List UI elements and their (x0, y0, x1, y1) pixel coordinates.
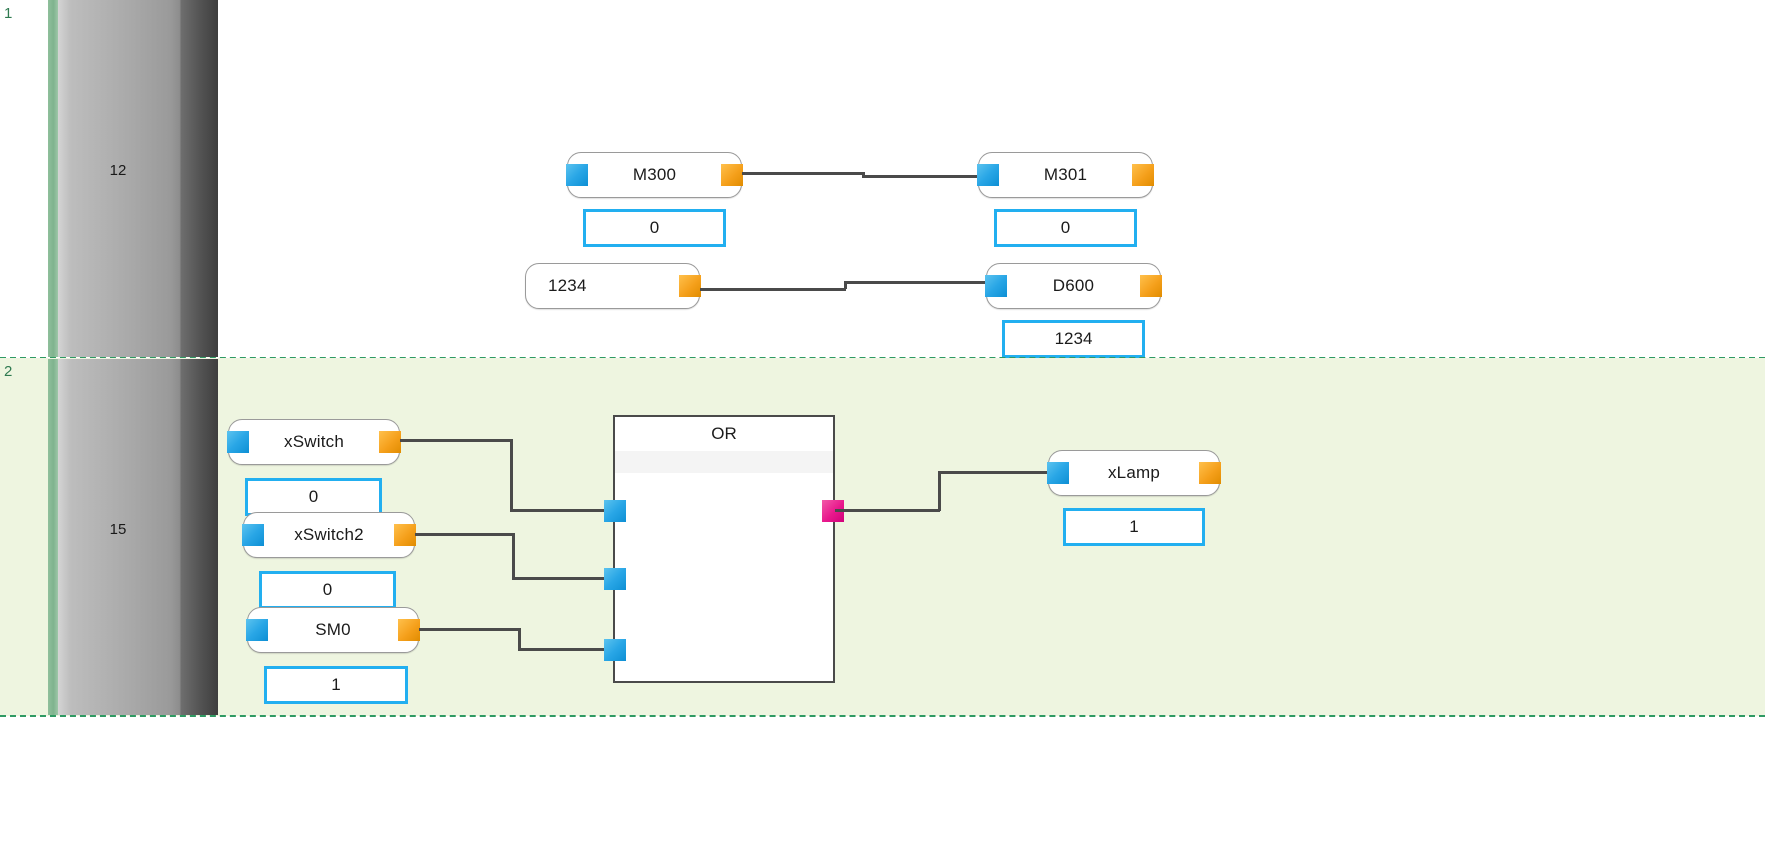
function-block-output-pin-icon[interactable] (822, 500, 844, 522)
wire-or-to-xlamp-a (835, 509, 940, 512)
network-separator-2 (0, 715, 1765, 717)
variable-label-m300: M300 (632, 165, 677, 184)
output-pin-icon[interactable] (394, 524, 416, 546)
wire-m300-to-m301-step (862, 172, 865, 176)
network-1-rung-bar: 12 (58, 0, 218, 357)
output-pin-icon[interactable] (379, 431, 401, 453)
input-pin-icon[interactable] (246, 619, 268, 641)
network-1-rung-number: 12 (109, 162, 127, 179)
output-pin-icon[interactable] (398, 619, 420, 641)
variable-label-xswitch: xSwitch (284, 432, 344, 451)
literal-label-1234: 1234 (548, 276, 587, 295)
input-pin-icon[interactable] (1047, 462, 1069, 484)
wire-or-to-xlamp-b (938, 471, 1050, 474)
monitor-value-m301[interactable]: 0 (994, 209, 1137, 247)
function-block-title: OR (711, 424, 737, 443)
network-number-2: 2 (4, 363, 13, 380)
wire-literal-to-d600-b (844, 281, 988, 284)
wire-sm0-to-or-a (419, 628, 520, 631)
variable-box-xswitch[interactable]: xSwitch (227, 419, 401, 465)
function-block-input-pin-2-icon[interactable] (604, 568, 626, 590)
network-2-accent-strip (48, 359, 58, 715)
network-1[interactable]: 12 M300 0 M301 0 1234 D600 1234 (0, 0, 1765, 358)
variable-box-xswitch2[interactable]: xSwitch2 (242, 512, 416, 558)
wire-sm0-to-or-v (518, 628, 521, 650)
wire-xswitch2-to-or-b (512, 577, 620, 580)
variable-box-m301[interactable]: M301 (977, 152, 1154, 198)
network-2-rung-bar: 15 (58, 359, 218, 715)
output-pin-icon[interactable] (679, 275, 701, 297)
input-pin-icon[interactable] (242, 524, 264, 546)
wire-literal-to-d600-step (844, 281, 847, 289)
wire-xswitch-to-or-a (400, 439, 512, 442)
variable-label-xswitch2: xSwitch2 (294, 525, 364, 544)
monitor-value-sm0[interactable]: 1 (264, 666, 408, 704)
variable-label-m301: M301 (1043, 165, 1088, 184)
wire-sm0-to-or-b (518, 648, 620, 651)
output-pin-icon[interactable] (721, 164, 743, 186)
function-block-band (615, 451, 833, 473)
function-block-or[interactable]: OR (604, 415, 844, 683)
wire-xswitch2-to-or-a (415, 533, 514, 536)
wire-xswitch-to-or-v (510, 439, 513, 511)
variable-label-d600: D600 (1052, 276, 1095, 295)
wire-xswitch2-to-or-v (512, 533, 515, 579)
variable-label-sm0: SM0 (315, 620, 351, 639)
monitor-value-xswitch2[interactable]: 0 (259, 571, 396, 609)
output-pin-icon[interactable] (1132, 164, 1154, 186)
wire-m300-to-m301-b (862, 175, 981, 178)
monitor-value-xlamp[interactable]: 1 (1063, 508, 1205, 546)
wire-m300-to-m301-a (742, 172, 864, 175)
monitor-value-m300[interactable]: 0 (583, 209, 726, 247)
variable-box-xlamp[interactable]: xLamp (1047, 450, 1221, 496)
network-2-rung-number: 15 (109, 521, 127, 538)
function-block-input-pin-3-icon[interactable] (604, 639, 626, 661)
wire-or-to-xlamp-v (938, 471, 941, 511)
literal-box-1234[interactable]: 1234 (525, 263, 701, 309)
input-pin-icon[interactable] (566, 164, 588, 186)
network-1-accent-strip (48, 0, 58, 357)
input-pin-icon[interactable] (227, 431, 249, 453)
wire-xswitch-to-or-b (510, 509, 620, 512)
input-pin-icon[interactable] (985, 275, 1007, 297)
variable-box-sm0[interactable]: SM0 (246, 607, 420, 653)
network-number-1: 1 (4, 5, 13, 22)
monitor-value-xswitch[interactable]: 0 (245, 478, 382, 516)
output-pin-icon[interactable] (1199, 462, 1221, 484)
output-pin-icon[interactable] (1140, 275, 1162, 297)
monitor-value-d600[interactable]: 1234 (1002, 320, 1145, 358)
input-pin-icon[interactable] (977, 164, 999, 186)
variable-label-xlamp: xLamp (1107, 463, 1161, 482)
variable-box-d600[interactable]: D600 (985, 263, 1162, 309)
variable-box-m300[interactable]: M300 (566, 152, 743, 198)
function-block-input-pin-1-icon[interactable] (604, 500, 626, 522)
wire-literal-to-d600-a (700, 288, 846, 291)
